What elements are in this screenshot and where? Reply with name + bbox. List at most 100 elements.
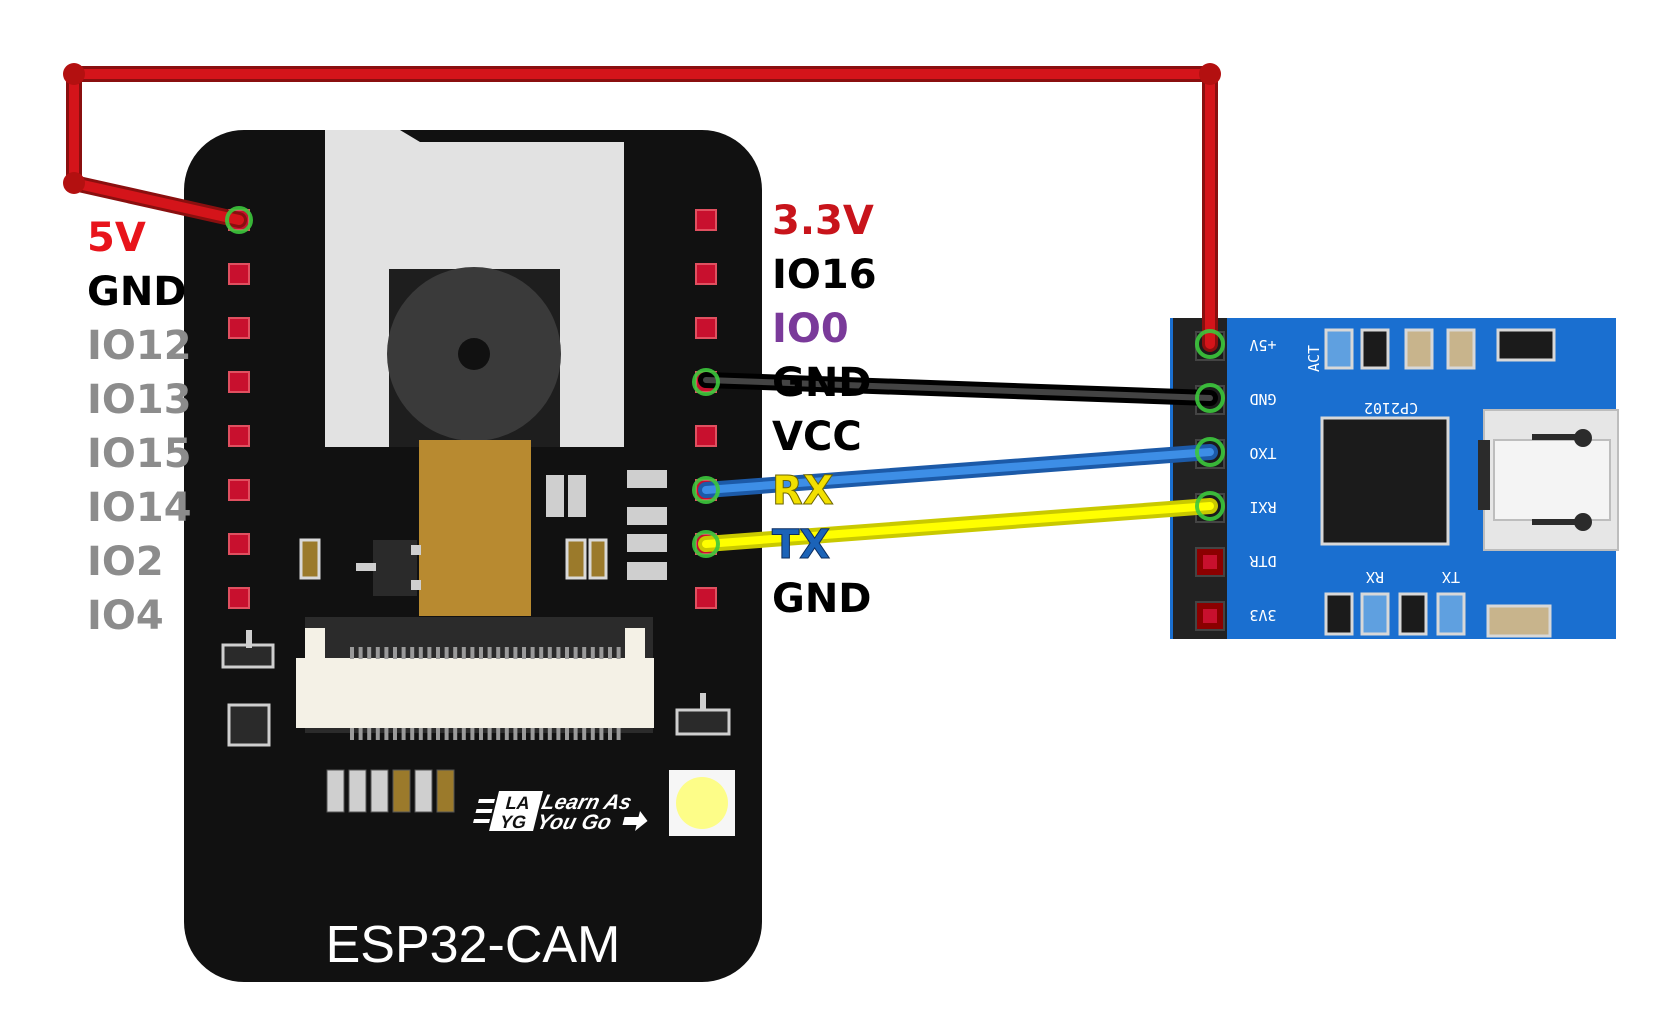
pin-connection-ring xyxy=(1195,437,1225,467)
ribbon-tooth xyxy=(427,728,432,740)
esp32-pin-label-right: GND xyxy=(772,360,872,406)
flash-led xyxy=(676,777,728,829)
ribbon-tooth xyxy=(582,728,587,740)
ribbon-tooth xyxy=(496,647,501,659)
cp-diode xyxy=(1496,328,1556,362)
header-pin xyxy=(228,587,250,609)
ribbon-tooth xyxy=(513,728,518,740)
ribbon-tooth xyxy=(616,728,621,740)
ribbon-tooth xyxy=(401,647,406,659)
ribbon-tooth xyxy=(470,728,475,740)
usb-bar-bottom xyxy=(1532,519,1584,525)
logo-badge xyxy=(489,791,544,831)
smd-resistor xyxy=(326,769,345,813)
smd-resistor xyxy=(348,769,367,813)
ribbon-tooth xyxy=(522,647,526,659)
header-pin xyxy=(228,371,250,393)
smd-column-3 xyxy=(627,534,667,552)
cp-resistor-top xyxy=(1360,328,1390,370)
ribbon-tooth xyxy=(599,728,604,740)
ribbon-tooth xyxy=(556,728,561,740)
transistor-leg-top xyxy=(411,545,421,555)
esp32-cam-board: LA YG Learn As You Go ESP32-CAM xyxy=(184,130,762,982)
logo-arrow-icon xyxy=(622,811,648,831)
ribbon-tooth xyxy=(393,647,397,659)
ribbon-tooth xyxy=(608,728,612,740)
logo-stripe-3 xyxy=(473,819,491,823)
regulator-top xyxy=(221,643,275,669)
pin-connection-ring xyxy=(1195,491,1225,521)
smd-column-1 xyxy=(627,470,667,488)
cp2102-pin-label: DTR xyxy=(1248,552,1276,570)
ribbon-tooth xyxy=(410,728,415,740)
pin-connection-ring xyxy=(692,368,720,396)
cp2102-pin-label: GND xyxy=(1249,390,1276,408)
wire-5v-bend-2 xyxy=(63,172,85,194)
pin-connection-ring xyxy=(1195,383,1225,413)
ribbon-tooth xyxy=(573,647,578,659)
ribbon-tooth xyxy=(367,728,372,740)
pin-connection-ring xyxy=(1195,329,1225,359)
ribbon-tooth xyxy=(590,647,595,659)
esp32-pin-label-right: IO0 xyxy=(772,306,849,352)
smd-resistor xyxy=(370,769,389,813)
ribbon-tooth xyxy=(384,728,389,740)
smd-resistor xyxy=(414,769,433,813)
right-transistor xyxy=(675,708,731,736)
ribbon-teeth-top xyxy=(350,647,621,659)
esp32-pin-label-right: VCC xyxy=(772,414,862,460)
ribbon-tooth xyxy=(375,728,380,740)
esp32-pin-label-left: IO15 xyxy=(87,431,192,477)
esp32-pin-label-right: RX xyxy=(772,468,834,514)
header-pin xyxy=(695,425,717,447)
ribbon-tooth xyxy=(479,647,483,659)
wires xyxy=(63,63,1221,552)
smd-column-2 xyxy=(627,507,667,525)
smd-capacitor-left xyxy=(299,538,321,580)
cp2102-pin-label: TXO xyxy=(1249,444,1276,462)
ribbon-tooth xyxy=(522,728,526,740)
wire-rx-core xyxy=(702,448,1214,494)
pin-connection-ring xyxy=(692,530,720,558)
ribbon-tooth xyxy=(487,728,492,740)
ribbon-tooth xyxy=(358,728,363,740)
header-pin xyxy=(695,263,717,285)
ribbon-tooth xyxy=(590,728,595,740)
ribbon-tooth xyxy=(513,647,518,659)
regulator-bottom xyxy=(227,703,271,747)
esp32-pin-label-left: 5V xyxy=(87,215,146,261)
ribbon-tooth xyxy=(350,647,354,659)
esp32-pin-label-left: IO14 xyxy=(87,485,192,531)
transistor-leg xyxy=(356,563,376,571)
usb-bar-top xyxy=(1532,434,1584,440)
cp-bottom-4 xyxy=(1436,592,1466,636)
esp32-pin-label-right: TX xyxy=(772,522,830,568)
ribbon-teeth-bottom xyxy=(350,728,621,740)
ribbon-tooth xyxy=(504,647,509,659)
ribbon-tooth xyxy=(530,728,535,740)
ribbon-connector-latch-left xyxy=(305,628,325,670)
learn-as-you-go-logo: LA YG Learn As You Go xyxy=(473,790,648,834)
usb-tab-left xyxy=(1478,440,1490,510)
ribbon-tooth xyxy=(539,728,544,740)
ribbon-tooth xyxy=(599,647,604,659)
esp32-pin-label-right: 3.3V xyxy=(772,198,874,244)
ribbon-tooth xyxy=(582,647,587,659)
cp-bottom-2 xyxy=(1360,592,1390,636)
cp2102-chip-label: CP2102 xyxy=(1364,399,1418,417)
ribbon-tooth xyxy=(608,647,612,659)
cp2102-pin-label: RXI xyxy=(1249,498,1276,516)
cp2102-header-pin-core xyxy=(1203,555,1217,569)
logo-stripe-1 xyxy=(478,799,496,803)
ribbon-tooth xyxy=(427,647,432,659)
header-pin xyxy=(695,587,717,609)
smd-array-2 xyxy=(568,475,586,517)
logo-badge-top: LA xyxy=(504,792,533,813)
ribbon-tooth xyxy=(461,647,466,659)
resistor-row xyxy=(326,769,455,813)
cp2102-rx-label: RX xyxy=(1366,568,1384,586)
esp32-pin-label-left: IO13 xyxy=(87,377,192,423)
